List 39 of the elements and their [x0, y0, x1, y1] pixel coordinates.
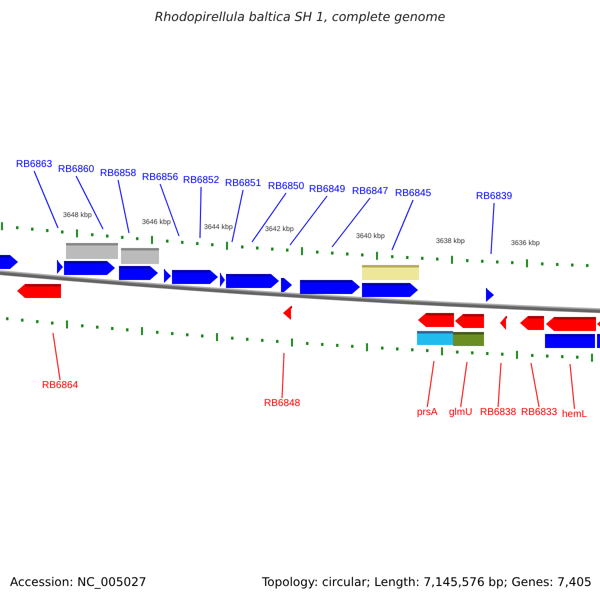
footer-text: Topology: circular; Length: 7,145,576 bp; Genes: 7,405 [262, 576, 592, 588]
leader-line [460, 362, 468, 408]
gene-label: hemL [562, 410, 588, 420]
gene-label: RB6863 [16, 160, 52, 170]
gene-label: RB6848 [264, 399, 300, 409]
gene-label: RB6860 [58, 165, 94, 175]
leader-line [498, 362, 502, 408]
leader-line [530, 362, 540, 408]
gene-label: RB6845 [395, 189, 432, 199]
leader-line [76, 176, 104, 230]
leader-line [570, 364, 575, 410]
gene-label: RB6833 [521, 408, 558, 418]
leader-line [52, 332, 61, 380]
leader-line [290, 196, 328, 246]
gene-label: RB6856 [142, 173, 178, 183]
leader-line [34, 170, 58, 228]
leader-line [232, 190, 244, 242]
gene-label: RB6864 [42, 381, 78, 391]
gene-label: RB6849 [309, 185, 346, 195]
leader-line [252, 192, 287, 242]
gene-label: glmU [449, 408, 472, 418]
leader-line [392, 200, 414, 250]
leader-line [332, 198, 371, 248]
gene-label: RB6852 [183, 176, 220, 186]
gene-label: RB6847 [352, 187, 388, 197]
leader-line [118, 180, 130, 234]
leader-line [160, 184, 180, 236]
footer-text: Accession: NC_005027 [10, 576, 146, 588]
gene-label: prsA [417, 408, 438, 418]
gene-label: RB6850 [268, 182, 304, 192]
diagram-title: Rhodopirellula baltica SH 1, complete genome [154, 11, 446, 24]
gene-label: RB6851 [225, 179, 262, 189]
gene-label: RB6858 [100, 169, 136, 179]
leader-line [426, 360, 434, 408]
leader-line [282, 352, 284, 398]
gene-label: RB6839 [476, 192, 512, 202]
leader-line [490, 202, 495, 254]
leader-line [200, 186, 202, 238]
gene-label: RB6838 [480, 408, 516, 418]
